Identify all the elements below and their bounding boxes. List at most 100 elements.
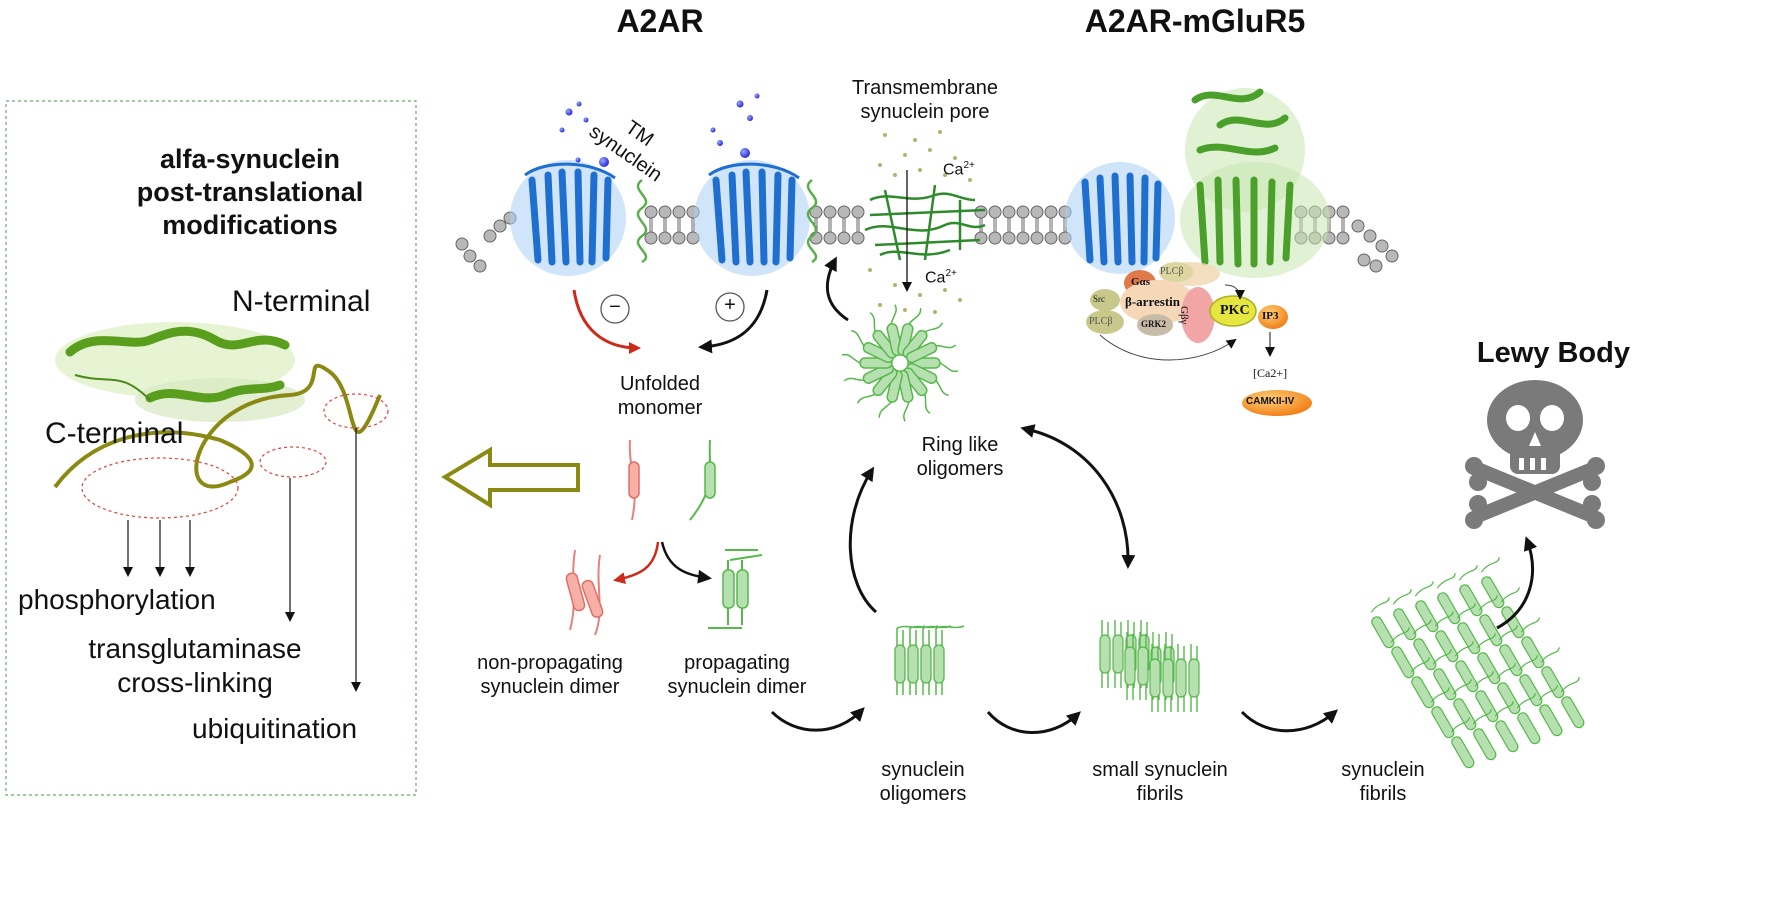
lipid-head xyxy=(851,205,865,219)
plus-sign: + xyxy=(724,294,736,316)
inhibition-arrow xyxy=(572,289,641,354)
small-to-large-fibril-arrow xyxy=(1240,709,1339,733)
lipid-head xyxy=(1016,205,1030,219)
tm-synuclein-helix-left xyxy=(636,178,648,264)
activation-arrow xyxy=(698,289,769,354)
fibril-strand xyxy=(1476,633,1501,685)
ring-strand xyxy=(878,369,903,418)
fibril-strand xyxy=(1149,658,1161,698)
transglutaminase-label: transglutaminase cross-linking xyxy=(60,632,330,700)
nonpropagating-dimer xyxy=(565,549,604,636)
transglut-region xyxy=(259,446,327,478)
gby-label: Gβγ xyxy=(1178,306,1190,325)
n-terminal-label: N-terminal xyxy=(232,285,371,318)
fibril-strand xyxy=(1472,709,1497,761)
ubiquitination-label: ubiquitination xyxy=(192,713,358,744)
fibril-strand xyxy=(1454,641,1479,693)
ptm-title-line3: modifications xyxy=(162,209,338,240)
fibril-strand xyxy=(1500,587,1525,639)
lipid-head xyxy=(837,205,851,219)
synuclein-oligomers-label: synuclein oligomers xyxy=(863,758,983,807)
small-fibrils-label: small synuclein fibrils xyxy=(1080,758,1240,807)
lipid-head xyxy=(823,205,837,219)
pore-line2: synuclein pore xyxy=(860,101,990,124)
lipid-head xyxy=(658,205,672,219)
lipid-head xyxy=(851,231,865,245)
propagating-dimer-label: propagating synuclein dimer xyxy=(652,651,822,700)
oligomer-to-ring-arrow xyxy=(848,466,877,614)
propagating-dimer xyxy=(708,549,763,629)
lipid-head xyxy=(1369,259,1383,273)
lipid-head xyxy=(988,231,1002,245)
fibril-strand xyxy=(1458,565,1483,617)
ring-strand xyxy=(902,367,931,414)
minus-sign: − xyxy=(609,296,621,318)
phosphorylation-label: phosphorylation xyxy=(18,584,216,615)
lipid-head xyxy=(644,205,658,219)
lipid-head xyxy=(837,231,851,245)
fibril-strand xyxy=(1478,595,1503,647)
ring-line2: oligomers xyxy=(916,458,1004,481)
fibril-strand xyxy=(1410,657,1435,709)
fibril-strand xyxy=(1450,717,1475,769)
unfolded-line1: Unfolded xyxy=(619,373,701,395)
fibril-strand xyxy=(1480,557,1505,609)
calcium-bottom-charge: 2+ xyxy=(945,268,957,279)
fibril-strand xyxy=(1474,671,1499,723)
lipid-head xyxy=(1336,231,1350,245)
ptm-title-line2: post-translational xyxy=(136,176,364,207)
plcb-top-blob xyxy=(1159,262,1193,282)
src-label: Src xyxy=(1093,294,1105,304)
ring-oligomer xyxy=(841,304,959,422)
fibril-strand xyxy=(1496,663,1521,715)
camkii-label: CAMKII-IV xyxy=(1246,396,1295,407)
lipid-head xyxy=(1336,205,1350,219)
dimer-to-oligomer-arrow xyxy=(770,707,865,732)
lipid-head xyxy=(483,229,497,243)
phospho-region xyxy=(81,457,239,519)
fibril-strand xyxy=(1390,627,1415,679)
fibril-strand xyxy=(1112,634,1124,674)
oligomer-to-fibril-arrow xyxy=(986,711,1081,734)
gby-blob xyxy=(1181,287,1215,343)
adenosine-ligands xyxy=(559,93,760,167)
transglutaminase-line2: cross-linking xyxy=(117,667,273,699)
a2ar-receptor-left xyxy=(510,160,626,276)
skull-crossbones-icon xyxy=(1465,380,1605,529)
beta-arrestin-label: β-arrestin xyxy=(1125,294,1180,309)
activation-symbol xyxy=(715,292,745,322)
ip3-blob xyxy=(1258,305,1288,329)
lipid-head xyxy=(1044,231,1058,245)
calcium-bottom-label: Ca2+ xyxy=(925,268,957,288)
mglur5-receptor xyxy=(1180,88,1330,278)
fibril-strand xyxy=(1414,581,1439,633)
a2ar-receptor-heteromer xyxy=(1065,162,1175,274)
lipid-head xyxy=(809,205,823,219)
ptm-panel-border xyxy=(5,100,417,796)
pore-line1: Transmembrane xyxy=(852,77,998,99)
oligomer-strand xyxy=(920,644,932,684)
small-fibrils-line1: small synuclein xyxy=(1092,759,1228,781)
fibril-strand xyxy=(1434,611,1459,663)
ptm-title-line1: alfa-synuclein xyxy=(159,144,341,174)
lewy-body-title: Lewy Body xyxy=(1476,337,1630,369)
lipid-head xyxy=(1375,239,1389,253)
synuclein-oligomer xyxy=(894,625,965,695)
unfolded-monomer-red xyxy=(628,439,640,521)
synuclein-fibrils-label: synuclein fibrils xyxy=(1323,758,1443,807)
oligomer-strand xyxy=(907,644,919,684)
lipid-head xyxy=(644,231,658,245)
lipid-head xyxy=(493,219,507,233)
fibril-strand xyxy=(1188,658,1200,698)
nonprop-arrow xyxy=(613,541,660,585)
fibril-strand xyxy=(1456,603,1481,655)
plcb-left-blob xyxy=(1086,310,1124,334)
fibrils-line1: synuclein xyxy=(1341,759,1425,781)
small-fibrils-line2: fibrils xyxy=(1136,783,1184,806)
lipid-head xyxy=(672,205,686,219)
calcium-top-charge: 2+ xyxy=(963,160,975,171)
pkc-label: PKC xyxy=(1220,303,1250,318)
ring-strand xyxy=(897,308,922,357)
fibril-strand xyxy=(1436,573,1461,625)
